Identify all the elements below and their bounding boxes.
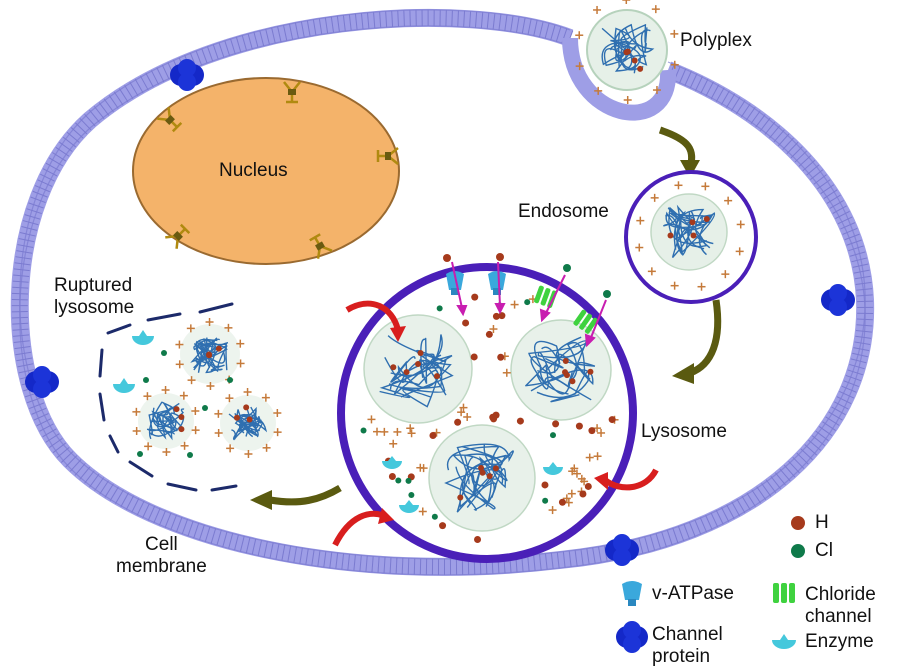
lysosome (332, 253, 659, 563)
enzyme-icon (772, 634, 796, 649)
lysosome-label: Lysosome (641, 421, 727, 442)
legend-v-atpase-label: v-ATPase (652, 583, 735, 604)
cell-membrane (10, 8, 875, 576)
endosome-label: Endosome (518, 201, 609, 222)
cell-membrane-label: Cell membrane (116, 534, 207, 577)
legend (616, 516, 805, 653)
legend-h-label: H (815, 512, 829, 533)
endosome (624, 170, 758, 304)
nuclear-pore-icon (309, 233, 333, 259)
ruptured-lysosome (98, 302, 282, 492)
enzyme-icon (399, 500, 419, 513)
chloride-channel-icon (573, 309, 598, 334)
polyplex-particle (575, 0, 679, 104)
channel-proteins (25, 59, 855, 566)
channel-protein-icon (25, 366, 59, 398)
polyplex-label: Polyplex (680, 30, 752, 51)
legend-channel-protein-label: Channel protein (652, 624, 723, 667)
h-ion-icon (791, 516, 805, 530)
pump-arrows (451, 261, 607, 348)
ions-outside (443, 253, 611, 298)
v-atpase-icon (488, 271, 506, 295)
nuclear-pore-icon (376, 147, 399, 165)
legend-enzyme-label: Enzyme (805, 631, 874, 652)
channel-protein-icon (821, 284, 855, 316)
nucleus-label: Nucleus (219, 160, 288, 181)
cl-ion-icon (791, 544, 805, 558)
enzyme-icon (113, 378, 135, 393)
nuclear-pore-icon (157, 107, 183, 133)
enzyme-icon (543, 462, 563, 475)
enzyme-icon (132, 330, 154, 345)
nucleus (132, 77, 400, 265)
enzyme-icon (382, 456, 402, 469)
chloride-channel-icon (773, 583, 795, 603)
ruptured-lysosome-label: Ruptured lysosome (54, 275, 135, 318)
v-atpase-icon (622, 581, 642, 606)
transport-arrows (250, 126, 722, 510)
legend-chloride-channel-label: Chloride channel (805, 584, 876, 627)
nuclear-pore-icon (283, 81, 301, 104)
channel-protein-icon (616, 621, 648, 653)
legend-cl-label: Cl (815, 540, 833, 561)
channel-protein-icon (170, 59, 204, 91)
nuclear-pore-icon (165, 223, 191, 249)
channel-protein-icon (605, 534, 639, 566)
